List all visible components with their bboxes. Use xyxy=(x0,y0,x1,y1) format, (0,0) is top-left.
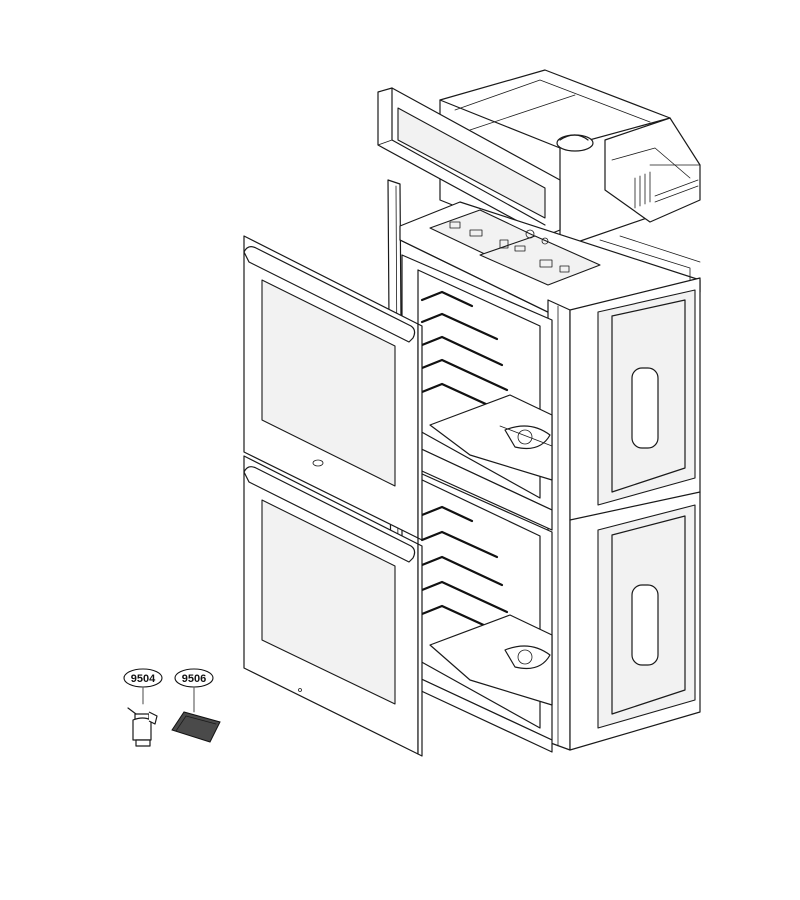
callout-label-9504: 9504 xyxy=(131,673,156,685)
oven-cabinet xyxy=(387,179,701,753)
callout-label-9506: 9506 xyxy=(182,673,206,685)
callout-9504: 9504 xyxy=(123,668,163,688)
cleaning-pad-part xyxy=(171,687,221,743)
spray-bottle-part xyxy=(127,687,158,747)
upper-door xyxy=(243,235,423,541)
lower-rack-rails xyxy=(420,505,514,640)
lower-door xyxy=(243,455,423,757)
control-panel-bezel xyxy=(377,87,561,237)
callout-9506: 9506 xyxy=(174,668,214,688)
control-board xyxy=(429,209,601,286)
